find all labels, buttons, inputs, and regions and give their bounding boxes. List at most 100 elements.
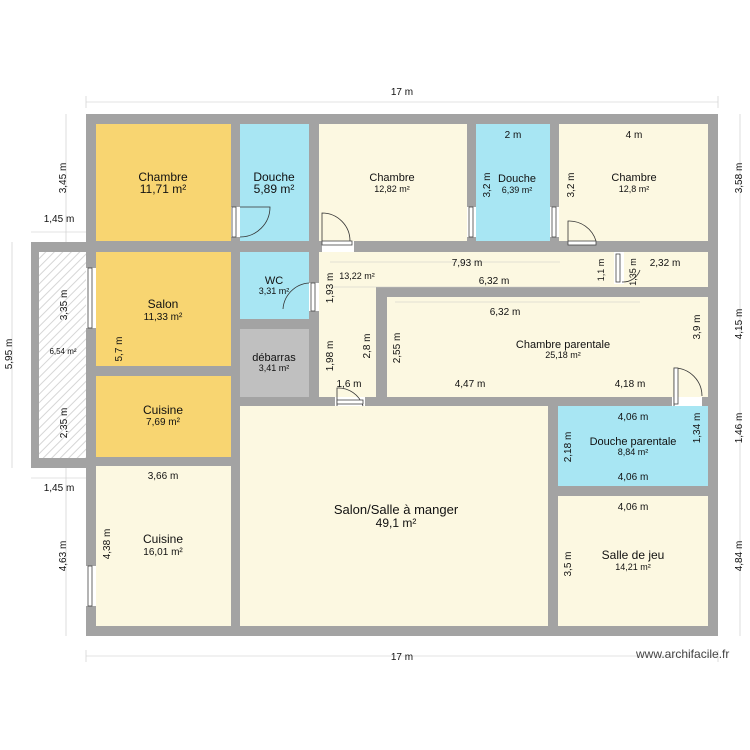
door-wc — [282, 282, 319, 312]
chambre-1-name: Chambre — [138, 170, 188, 184]
dimension-labels: 17 m 17 m 2 m 4 m 3,2 m 3,2 m 7,93 m 6,3… — [4, 87, 745, 663]
dim-2-32: 2,32 m — [650, 258, 681, 269]
dim-1-1: 1,1 m — [596, 259, 606, 282]
room-cuisine-small — [96, 376, 231, 457]
room-couloir — [319, 252, 708, 287]
dim-6-32a: 6,32 m — [479, 276, 510, 287]
dim-left-4-63: 4,63 m — [58, 541, 69, 572]
dim-5-7: 5,7 m — [114, 336, 125, 361]
dim-right-3-58: 3,58 m — [734, 163, 745, 194]
dim-right-4-15: 4,15 m — [734, 309, 745, 340]
douche-1-name: Douche — [253, 170, 295, 184]
dim-bottom-total: 17 m — [391, 652, 413, 663]
debarras-area: 3,41 m² — [259, 363, 290, 373]
room-salon — [96, 252, 231, 366]
dim-1-34: 1,34 m — [692, 413, 703, 444]
wc-area: 3,31 m² — [259, 286, 290, 296]
dim-4m: 4 m — [626, 130, 643, 141]
dim-left-1-45a: 1,45 m — [44, 214, 75, 225]
room-chambre-3 — [559, 124, 708, 241]
dim-top-total: 17 m — [391, 87, 413, 98]
cuisine-small-area: 7,69 m² — [146, 417, 181, 428]
room-chambre-1 — [96, 124, 231, 241]
chambre-1-area: 11,71 m² — [140, 182, 186, 196]
door-douche-2 — [467, 206, 476, 238]
door-chambre-2 — [321, 212, 354, 252]
balcony-area: 6,54 m² — [49, 347, 76, 356]
watermark-link[interactable]: www.archifacile.fr — [636, 647, 730, 661]
room-douche-parentale — [558, 406, 708, 486]
door-douche-1 — [231, 206, 271, 238]
room-chambre-2 — [319, 124, 467, 241]
dim-2-8: 2,8 m — [362, 333, 373, 358]
chambre-2-area: 12,82 m² — [374, 184, 410, 194]
douche-2-name: Douche — [498, 173, 536, 185]
douche-parentale-name: Douche parentale — [590, 436, 677, 448]
debarras-name: débarras — [252, 352, 296, 364]
dim-2-55: 2,55 m — [392, 333, 403, 364]
door-cuisine — [86, 565, 96, 607]
wc-name: WC — [265, 275, 283, 287]
room-douche-2 — [476, 124, 550, 241]
cuisine-name: Cuisine — [143, 532, 183, 546]
salle-jeu-area: 14,21 m² — [615, 562, 651, 572]
dim-6-32b: 6,32 m — [490, 307, 521, 318]
dim-1-6: 1,6 m — [336, 379, 361, 390]
door-chambre-3 — [550, 206, 597, 246]
dim-3-2a: 3,2 m — [482, 172, 493, 197]
couloir-area: 13,22 m² — [339, 271, 375, 281]
room-cuisine — [96, 466, 231, 626]
chambre-2-name: Chambre — [369, 172, 414, 184]
dim-4-18: 4,18 m — [615, 379, 646, 390]
dim-7-93: 7,93 m — [452, 258, 483, 269]
chambre-3-area: 12,8 m² — [619, 184, 650, 194]
dim-1-98: 1,98 m — [325, 341, 336, 372]
dim-4-06a: 4,06 m — [618, 412, 649, 423]
cuisine-small-name: Cuisine — [143, 403, 183, 417]
dim-2m: 2 m — [505, 130, 522, 141]
dim-1-35: 1,35 m — [628, 258, 638, 286]
salon-area: 11,33 m² — [144, 312, 183, 323]
douche-2-area: 6,39 m² — [502, 185, 533, 195]
dim-right-1-46: 1,46 m — [734, 413, 745, 444]
door-salon — [86, 267, 96, 329]
dim-1-93: 1,93 m — [325, 273, 336, 304]
salon-salle-area: 49,1 m² — [376, 516, 417, 530]
dim-left-3-35: 3,35 m — [59, 290, 70, 321]
dim-right-4-84: 4,84 m — [734, 541, 745, 572]
chambre-3-name: Chambre — [611, 172, 656, 184]
dim-3-9: 3,9 m — [692, 314, 703, 339]
salon-name: Salon — [148, 297, 179, 311]
salon-salle-name: Salon/Salle à manger — [334, 502, 459, 517]
dim-4-06c: 4,06 m — [618, 502, 649, 513]
room-chambre-parentale — [387, 297, 708, 397]
dim-4-47: 4,47 m — [455, 379, 486, 390]
room-couloir-left — [319, 287, 376, 397]
cuisine-area: 16,01 m² — [143, 547, 183, 558]
dim-4-06b: 4,06 m — [618, 472, 649, 483]
dim-left-2-35: 2,35 m — [59, 408, 70, 439]
dim-4-38: 4,38 m — [102, 529, 113, 560]
room-salle-de-jeu — [558, 496, 708, 626]
room-douche-1 — [240, 124, 309, 241]
douche-parentale-area: 8,84 m² — [618, 447, 649, 457]
door-douche-parentale — [672, 367, 703, 406]
room-labels: Chambre 11,71 m² Douche 5,89 m² Chambre … — [49, 170, 676, 572]
douche-1-area: 5,89 m² — [254, 182, 295, 196]
salle-jeu-name: Salle de jeu — [602, 548, 665, 562]
door-debarras-area — [335, 387, 365, 407]
room-debarras — [240, 329, 309, 397]
room-wc — [240, 252, 309, 319]
dimension-lines — [11, 96, 741, 662]
dim-3-66: 3,66 m — [148, 471, 179, 482]
dim-2-18: 2,18 m — [563, 432, 574, 463]
parentale-name: Chambre parentale — [516, 339, 610, 351]
dim-left-3-45: 3,45 m — [58, 163, 69, 194]
door-parentale-corridor — [614, 252, 641, 284]
dim-left-5-95: 5,95 m — [4, 339, 15, 370]
dim-3-2b: 3,2 m — [566, 172, 577, 197]
balcony — [39, 252, 86, 458]
parentale-area: 25,18 m² — [545, 350, 581, 360]
room-salon-salle — [240, 406, 548, 626]
